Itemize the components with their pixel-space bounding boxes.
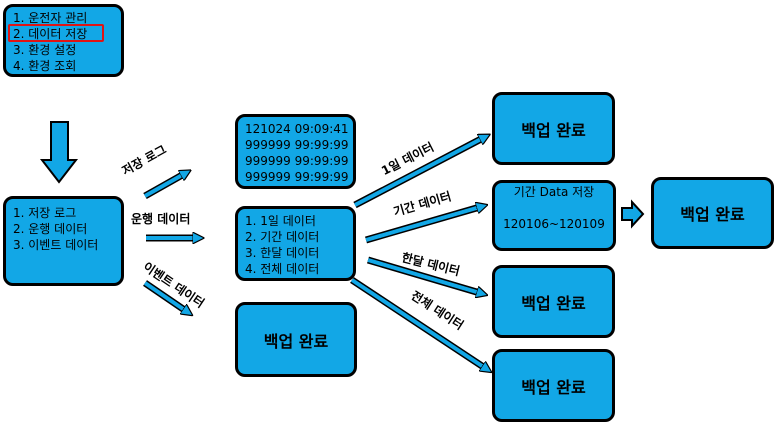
all-backup-box: 백업 완료 [492,349,615,422]
log-line: 999999 99:99:99 [245,154,349,168]
day-backup-text: 백업 완료 [521,120,586,140]
menu-item-data-save[interactable]: 2. 데이터 저장 [13,27,88,41]
menu-item-view[interactable]: 4. 환경 조회 [13,59,77,73]
arrow-to-period-fill [365,207,480,242]
drive-item-month[interactable]: 3. 한달 데이터 [245,246,320,260]
down-arrow [39,121,79,184]
log-line: 999999 99:99:99 [245,170,349,184]
arrow-to-period-result [621,199,645,229]
period-save-title: 기간 Data 저장 [513,185,595,199]
menu-item-settings[interactable]: 3. 환경 설정 [13,43,77,57]
period-save-box: 기간 Data 저장 120106~120109 [492,180,616,251]
period-backup-box: 백업 완료 [651,177,774,249]
log-box: 121024 09:09:41 999999 99:99:99 999999 9… [235,114,356,189]
menu-selection-highlight [8,24,104,42]
arrow-to-month-fill [367,258,480,293]
arrow-to-event-fill [143,281,186,311]
label-drive: 운행 데이터 [131,212,191,226]
arrow-to-all-fill [350,278,485,368]
main-menu: 1. 운전자 관리 2. 데이터 저장 3. 환경 설정 4. 환경 조회 [3,4,124,77]
day-backup-box: 백업 완료 [492,92,615,165]
arrow-to-log-fill [144,174,184,198]
drive-item-day[interactable]: 1. 1일 데이터 [245,214,316,228]
period-backup-text: 백업 완료 [680,205,745,224]
arrow-to-day-fill [354,138,483,207]
event-backup-box: 백업 완료 [235,302,357,377]
drive-data-menu: 1. 1일 데이터 2. 기간 데이터 3. 한달 데이터 4. 전체 데이터 [235,206,356,281]
storage-item-event[interactable]: 3. 이벤트 데이터 [13,238,99,252]
drive-item-all[interactable]: 4. 전체 데이터 [245,262,320,276]
month-backup-text: 백업 완료 [521,293,586,313]
log-line: 999999 99:99:99 [245,138,349,152]
period-save-range: 120106~120109 [503,217,605,231]
log-line: 121024 09:09:41 [245,122,349,136]
event-backup-text: 백업 완료 [263,331,329,351]
storage-item-log[interactable]: 1. 저장 로그 [13,206,77,220]
drive-item-period[interactable]: 2. 기간 데이터 [245,230,320,244]
all-backup-text: 백업 완료 [521,377,586,397]
storage-menu: 1. 저장 로그 2. 운행 데이터 3. 이벤트 데이터 [3,196,124,286]
menu-item-driver[interactable]: 1. 운전자 관리 [13,11,88,25]
month-backup-box: 백업 완료 [492,265,615,338]
storage-item-drive[interactable]: 2. 운행 데이터 [13,222,88,236]
